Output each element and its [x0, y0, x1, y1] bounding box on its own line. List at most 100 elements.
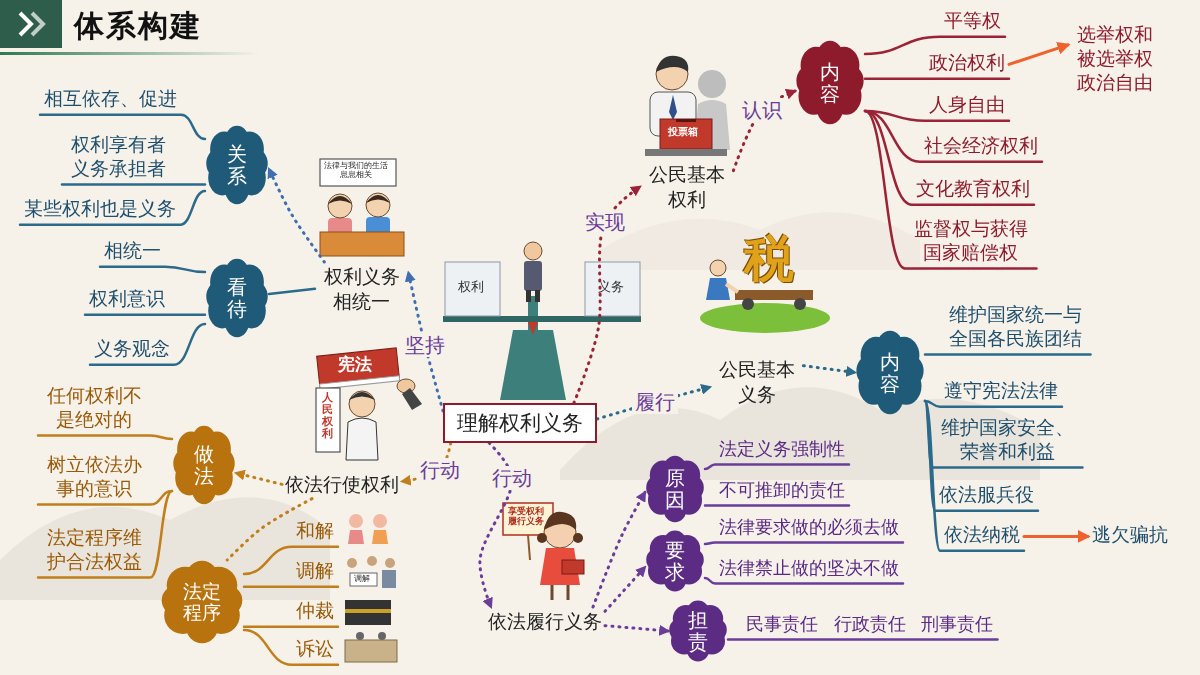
branch-line [728, 638, 997, 641]
constitution-book [402, 388, 422, 410]
branch-line [38, 491, 172, 578]
header-badge [20, 13, 31, 35]
branch-line [85, 314, 205, 317]
leaf-item: 依法纳税 [940, 522, 1024, 551]
leaf-item: 相互依存、促进 [40, 86, 181, 115]
node-text: 理解权利义务 [457, 409, 583, 437]
tax-cart [706, 278, 730, 300]
cloud-shape [796, 66, 821, 97]
constitution-book [349, 391, 375, 417]
branch-line [865, 111, 1042, 162]
branch-topic: 权利义务 相统一 [315, 262, 408, 315]
girl-figure [552, 585, 568, 600]
voter-figure [645, 149, 727, 156]
dotted-arrow [593, 492, 645, 607]
tax-cart [710, 260, 726, 276]
leaf-item: 相统一 [100, 238, 165, 267]
header-badge [0, 0, 62, 48]
balance-scale [535, 290, 540, 302]
procedure-icons [347, 558, 357, 568]
illustration-text: 法律与我们的生活 息息相关 [322, 162, 390, 180]
procedure-icons [345, 640, 397, 662]
cloud-shape [898, 356, 923, 387]
illustration-text: 人民权利 [322, 392, 333, 440]
node-text: 做法 [194, 443, 214, 487]
branch-topic: 公民基本 义务 [710, 355, 803, 408]
voter-figure [676, 119, 696, 122]
girl-figure [562, 560, 584, 574]
dotted-arrow [605, 567, 645, 611]
node-text: 选举权和 被选举权 政治自由 [1068, 22, 1162, 98]
node-text: 看待 [227, 276, 247, 320]
leaf-item: 政治权利 [925, 50, 1009, 79]
voter-figure [660, 119, 712, 149]
category-cloud: 担责 [668, 600, 728, 662]
node-text: 依法服兵役 [935, 482, 1038, 511]
node-text: 树立依法办 事的意识 [38, 452, 151, 505]
illustration-text: 宪法 [338, 355, 372, 374]
leaf-item: 诉讼 [292, 636, 338, 665]
branch-line [269, 289, 315, 294]
cloud-shape [245, 282, 268, 311]
leaf-item: 维护国家安全、 荣誉和利益 [932, 415, 1083, 468]
branch-line [244, 586, 338, 589]
edge-label: 认识 [739, 98, 785, 122]
cloud-shape [206, 149, 229, 178]
cloud-shape [646, 549, 668, 571]
dotted-arrow [733, 91, 795, 171]
illustration-text: 权利 [458, 280, 484, 294]
procedure-icons [385, 558, 395, 568]
balance-scale [443, 242, 641, 400]
cloud-shape [646, 475, 668, 499]
voter-figure [656, 56, 688, 72]
cloud-shape [212, 449, 235, 478]
constitution-book [349, 392, 375, 400]
central-topic: 理解权利义务 [443, 403, 597, 443]
branch-line [705, 543, 903, 545]
constitution-book [320, 376, 400, 389]
node-text: 义务观念 [90, 336, 174, 365]
girl-figure [528, 535, 530, 560]
branch-topic: 公民基本 权利 [640, 160, 733, 213]
branch-line [865, 111, 1034, 205]
node-text: 法律要求做的必须去做 [715, 515, 903, 543]
procedure-icons [356, 632, 364, 640]
leaf-item: 人身自由 [925, 92, 1009, 121]
node-text: 依法履行义务 [485, 607, 605, 636]
edge-label: 行动 [489, 466, 535, 490]
cloud-shape [705, 619, 727, 641]
node-text: 关系 [227, 143, 247, 187]
branch-line [925, 401, 1062, 407]
kids-at-desk [320, 159, 404, 256]
node-text: 遵守宪法法律 [940, 378, 1062, 407]
branch-line [20, 191, 205, 225]
category-cloud: 看待 [205, 258, 269, 338]
branch-topic: 依法行使权利 [282, 470, 402, 499]
category-cloud: 要求 [645, 530, 705, 592]
leaf-item: 民事责任 行政责任 刑事责任 [742, 612, 997, 640]
branch-topic: 依法履行义务 [485, 607, 605, 636]
category-cloud: 关系 [205, 125, 269, 205]
constitution-book [346, 418, 378, 460]
leaf-item: 法律要求做的必须去做 [715, 515, 903, 543]
header-badge [32, 13, 43, 35]
node-text: 公民基本 权利 [640, 160, 733, 213]
arrow-line [1024, 535, 1088, 538]
balance-scale [528, 322, 538, 335]
node-text: 权利义务 相统一 [315, 262, 408, 315]
procedure-icons [345, 514, 397, 662]
node-text: 监督权与获得 国家赔偿权 [905, 216, 1037, 269]
node-text: 法定程序 [183, 581, 221, 623]
balance-scale [524, 242, 542, 260]
procedure-icons [345, 600, 391, 625]
tax-cart [794, 298, 806, 310]
category-cloud: 内容 [855, 330, 925, 415]
cloud-shape [206, 282, 229, 311]
leaf-item: 某些权利也是义务 [20, 196, 180, 225]
procedure-icons [372, 530, 388, 544]
node-text: 不可推卸的责任 [715, 478, 849, 506]
dotted-arrow [803, 366, 855, 373]
edge-label: 行动 [417, 458, 463, 482]
leaf-item: 社会经济权利 [920, 133, 1042, 162]
